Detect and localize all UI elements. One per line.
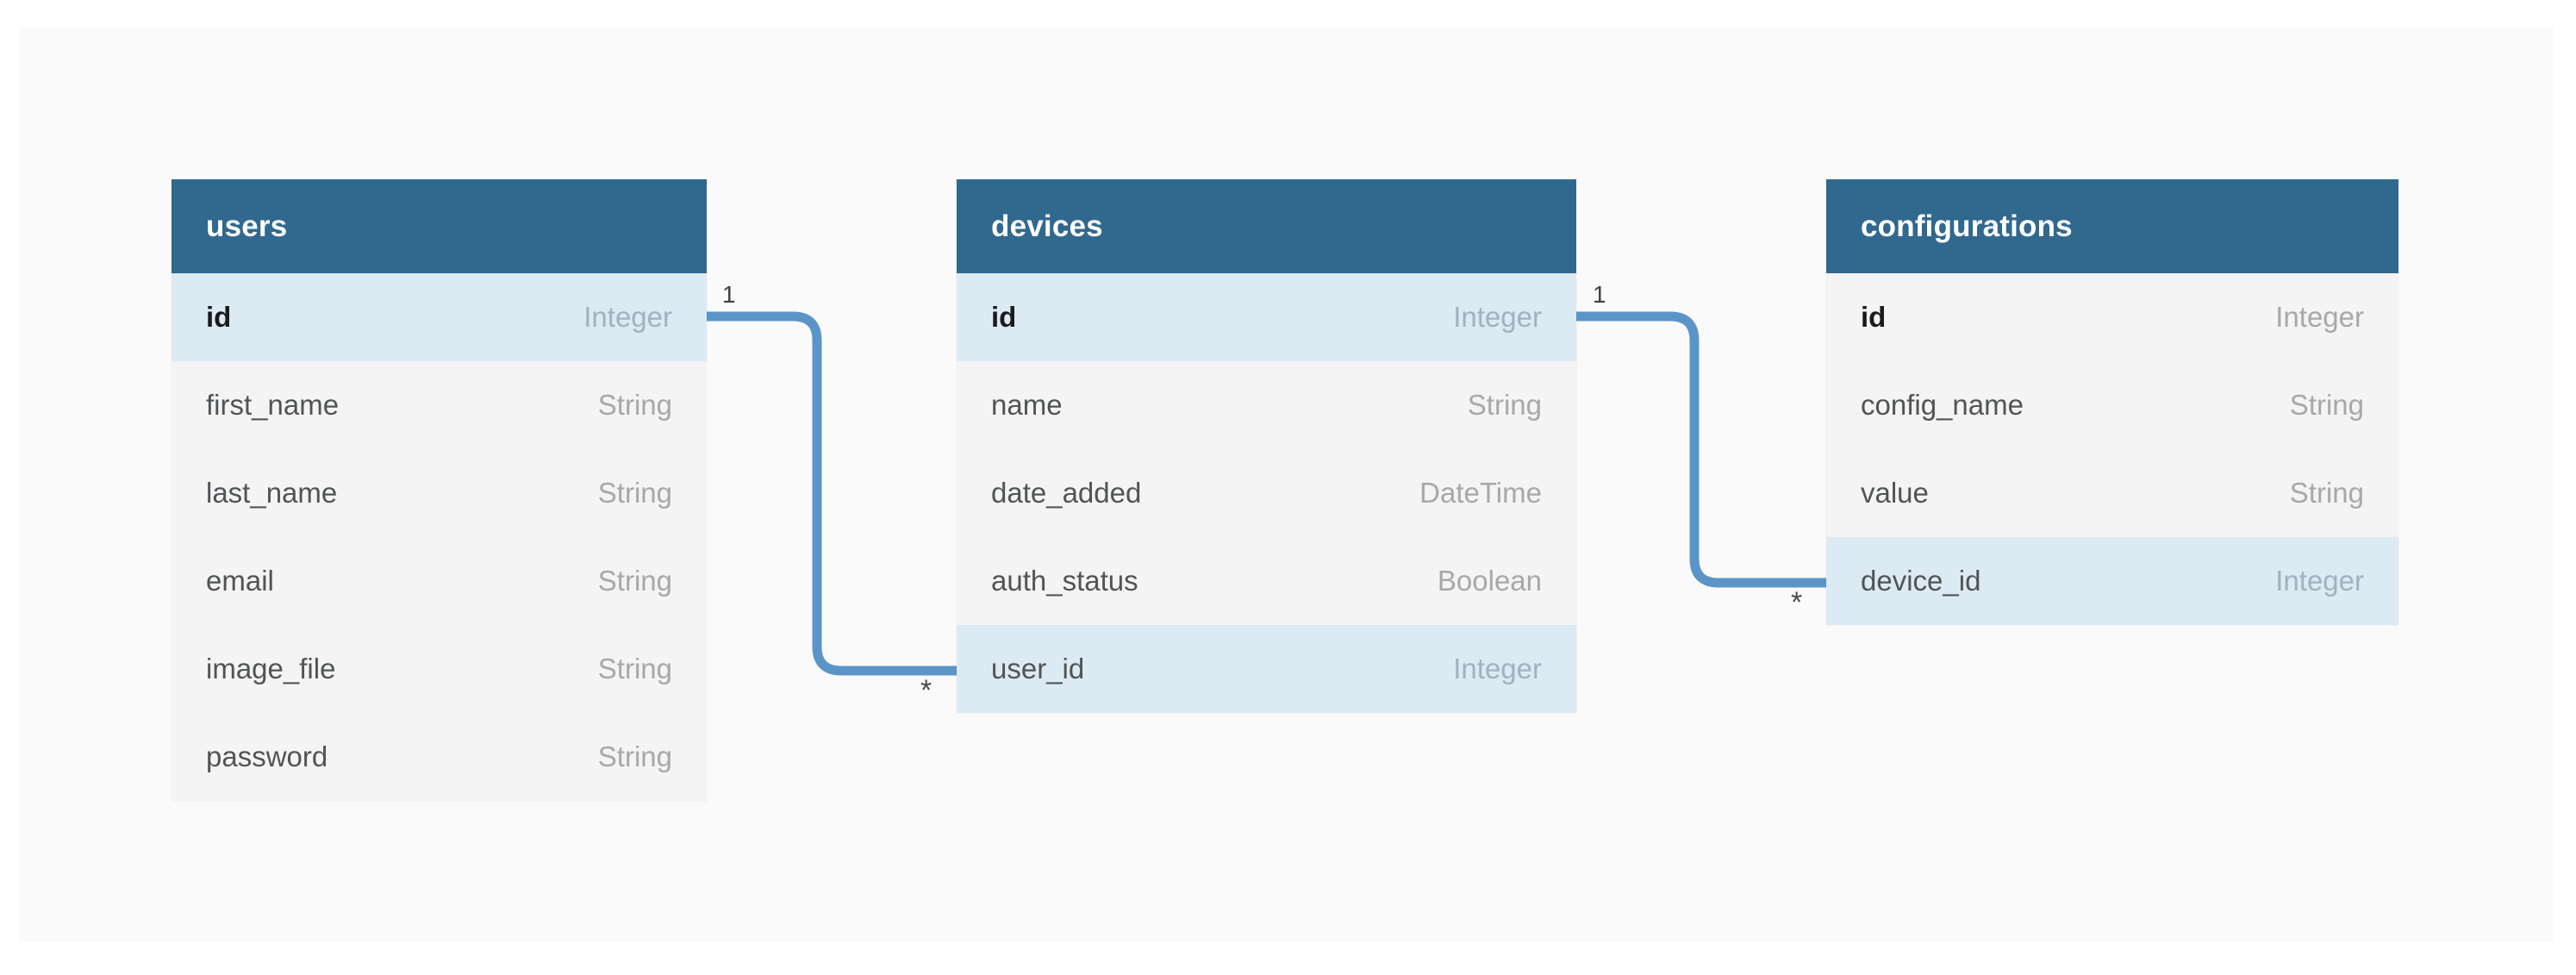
field-name: value	[1861, 477, 1929, 509]
field-row[interactable]: device_id Integer	[1826, 537, 2398, 625]
field-name: password	[206, 741, 328, 772]
field-type: String	[2289, 389, 2364, 421]
field-type: Integer	[2275, 565, 2364, 597]
field-row[interactable]: password String	[172, 713, 707, 801]
field-row[interactable]: name String	[957, 361, 1576, 449]
field-name: device_id	[1861, 565, 1981, 597]
field-type: Boolean	[1437, 565, 1542, 597]
field-type: String	[597, 741, 672, 772]
cardinality-label-from-devices-configurations: 1	[1593, 281, 1606, 308]
field-row[interactable]: last_name String	[172, 449, 707, 537]
field-type: Integer	[583, 301, 672, 333]
field-row[interactable]: date_added DateTime	[957, 449, 1576, 537]
field-type: Integer	[1453, 301, 1542, 333]
field-type: String	[597, 653, 672, 684]
field-type: String	[1467, 389, 1542, 421]
field-row[interactable]: first_name String	[172, 361, 707, 449]
entity-title-users: users	[172, 179, 707, 273]
field-type: Integer	[2275, 301, 2364, 333]
field-name: last_name	[206, 477, 338, 509]
field-row[interactable]: value String	[1826, 449, 2398, 537]
field-type: String	[597, 389, 672, 421]
field-type: Integer	[1453, 653, 1542, 684]
field-name: image_file	[206, 653, 336, 684]
field-type: String	[597, 565, 672, 597]
field-row[interactable]: auth_status Boolean	[957, 537, 1576, 625]
field-row[interactable]: id Integer	[1826, 273, 2398, 361]
field-name: first_name	[206, 389, 340, 421]
field-name: user_id	[991, 653, 1085, 684]
field-name: id	[1861, 301, 1887, 333]
field-row[interactable]: id Integer	[172, 273, 707, 361]
field-name: id	[206, 301, 232, 333]
field-name: auth_status	[991, 565, 1138, 597]
field-row[interactable]: image_file String	[172, 625, 707, 713]
field-name: config_name	[1861, 389, 2024, 421]
field-name: name	[991, 389, 1063, 421]
field-type: DateTime	[1419, 477, 1542, 509]
field-type: String	[597, 477, 672, 509]
field-row[interactable]: user_id Integer	[957, 625, 1576, 713]
field-name: id	[991, 301, 1017, 333]
field-row[interactable]: config_name String	[1826, 361, 2398, 449]
cardinality-label-to-users-devices: *	[920, 674, 932, 707]
entity-title-devices: devices	[957, 179, 1576, 273]
field-name: date_added	[991, 477, 1142, 509]
field-row[interactable]: email String	[172, 537, 707, 625]
field-row[interactable]: id Integer	[957, 273, 1576, 361]
cardinality-label-from-users-devices: 1	[722, 281, 736, 308]
field-type: String	[2289, 477, 2364, 509]
field-name: email	[206, 565, 274, 597]
entity-title-configurations: configurations	[1826, 179, 2398, 273]
cardinality-label-to-devices-configurations: *	[1791, 586, 1803, 619]
